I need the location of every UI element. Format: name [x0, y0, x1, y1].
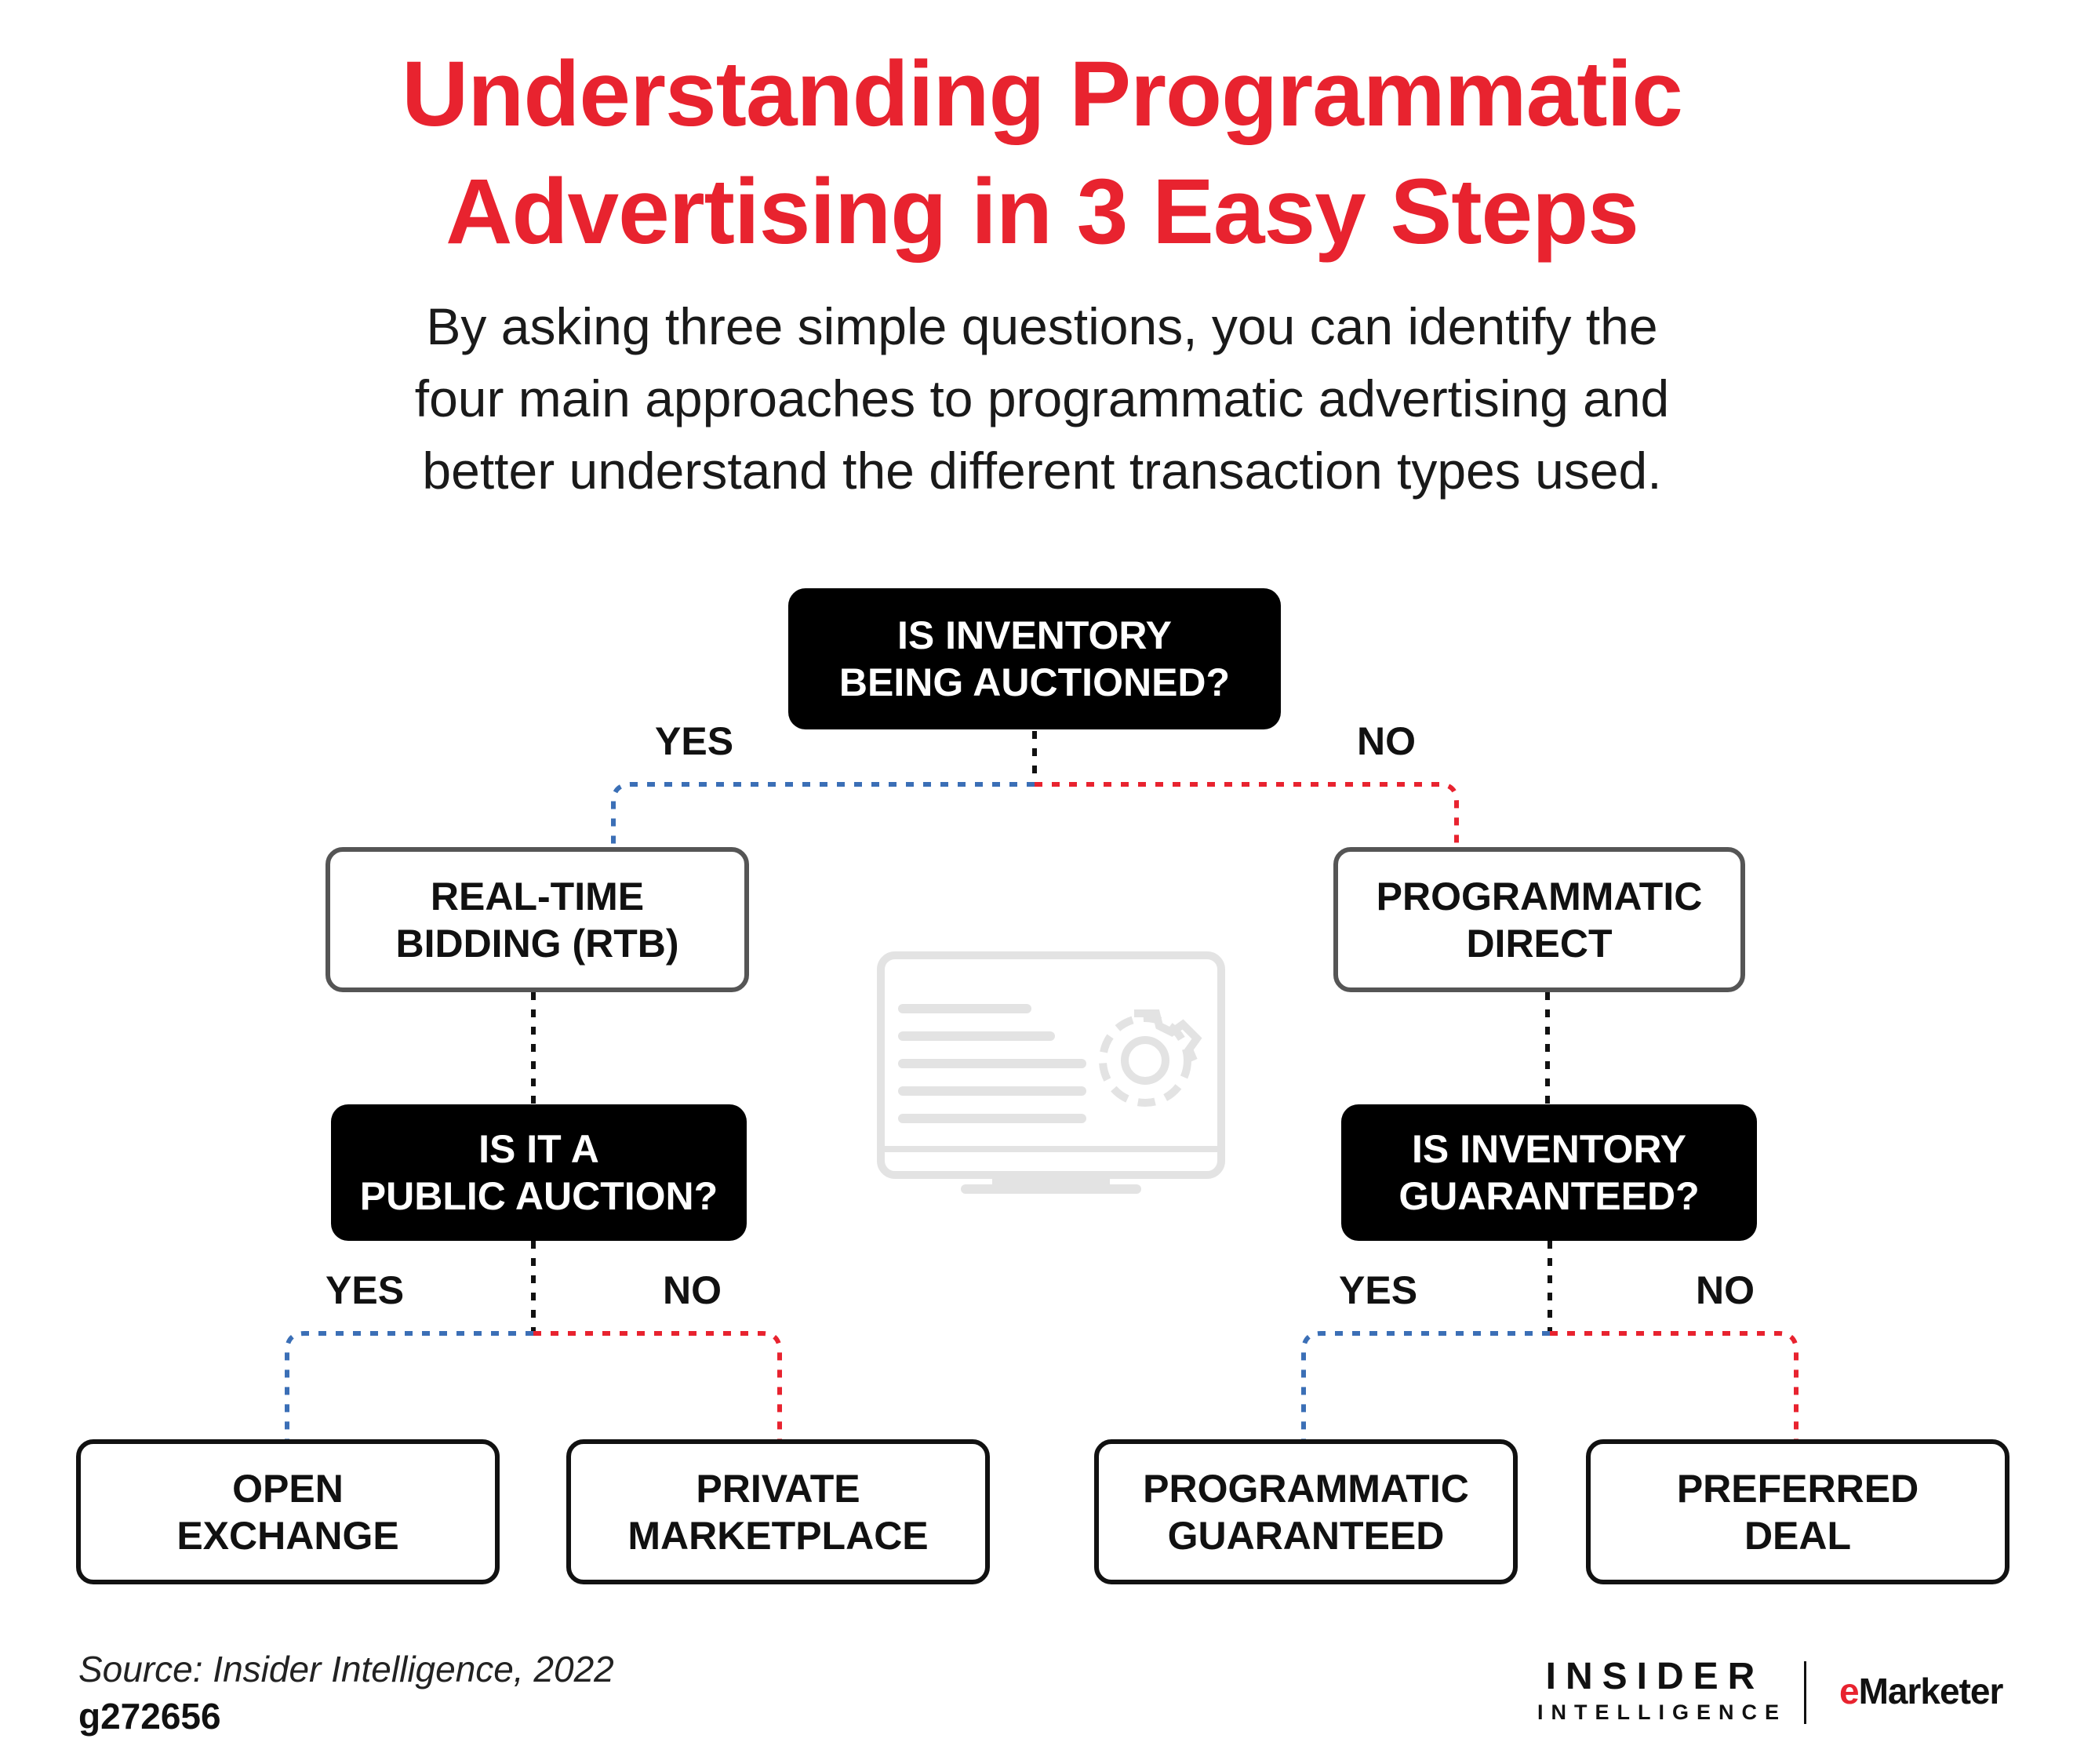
- q2-no-label: NO: [663, 1268, 722, 1312]
- open-exchange-line-1: OPEN: [232, 1466, 344, 1511]
- leaf-private-marketplace: PRIVATE MARKETPLACE: [566, 1439, 990, 1584]
- node-programmatic-direct: PROGRAMMATIC DIRECT: [1333, 847, 1745, 992]
- logo-insider-intelligence: INSIDER INTELLIGENCE: [1537, 1655, 1788, 1726]
- q2-line-1: IS IT A: [478, 1127, 599, 1171]
- q3-yes-label: YES: [1339, 1268, 1418, 1312]
- source-note: Source: Insider Intelligence, 2022: [78, 1649, 614, 1689]
- leaf-open-exchange: OPEN EXCHANGE: [76, 1439, 500, 1584]
- subtitle-line-3: better understand the different transact…: [422, 442, 1662, 500]
- private-marketplace-line-1: PRIVATE: [696, 1466, 860, 1511]
- title-line-2: Advertising in 3 Easy Steps: [446, 160, 1639, 264]
- graphic-id: g272656: [78, 1696, 221, 1737]
- question-public-auction: IS IT A PUBLIC AUCTION?: [331, 1104, 747, 1241]
- node-real-time-bidding: REAL-TIME BIDDING (RTB): [326, 847, 749, 992]
- connector-q1-no: [1035, 782, 1459, 847]
- logo-intelligence-text: INTELLIGENCE: [1537, 1700, 1788, 1724]
- direct-line-2: DIRECT: [1466, 921, 1613, 966]
- subtitle-line-2: four main approaches to programmatic adv…: [414, 369, 1670, 427]
- programmatic-guaranteed-line-1: PROGRAMMATIC: [1143, 1466, 1469, 1511]
- private-marketplace-line-2: MARKETPLACE: [627, 1513, 929, 1558]
- connector-q1-yes: [611, 782, 1035, 847]
- monitor-settings-icon: [877, 951, 1225, 1194]
- subtitle: By asking three simple questions, you ca…: [0, 290, 2084, 507]
- rtb-line-1: REAL-TIME: [430, 874, 645, 918]
- q1-line-2: BEING AUCTIONED?: [838, 660, 1231, 704]
- question-inventory-auctioned: IS INVENTORY BEING AUCTIONED?: [788, 588, 1281, 729]
- logo-insider-text: INSIDER: [1545, 1656, 1765, 1697]
- connector-q2-yes: [285, 1331, 533, 1439]
- title-line-1: Understanding Programmatic: [402, 42, 1683, 146]
- q2-yes-label: YES: [326, 1268, 405, 1312]
- question-inventory-guaranteed: IS INVENTORY GUARANTEED?: [1341, 1104, 1757, 1241]
- connector-q2-no: [533, 1331, 782, 1439]
- q1-yes-label: YES: [655, 719, 734, 763]
- preferred-deal-line-1: PREFERRED: [1676, 1466, 1919, 1511]
- direct-line-1: PROGRAMMATIC: [1376, 874, 1703, 918]
- leaf-preferred-deal: PREFERRED DEAL: [1586, 1439, 2009, 1584]
- logo-emarketer: eMarketer: [1839, 1669, 2004, 1713]
- logo-emarketer-text: Marketer: [1858, 1671, 2004, 1711]
- open-exchange-line-2: EXCHANGE: [176, 1513, 399, 1558]
- connector-q3-no: [1550, 1331, 1798, 1439]
- rtb-line-2: BIDDING (RTB): [395, 921, 679, 966]
- logo-divider: [1804, 1661, 1806, 1724]
- q1-line-1: IS INVENTORY: [897, 613, 1173, 657]
- connector-q3-yes: [1301, 1331, 1550, 1439]
- page-title: Understanding Programmatic Advertising i…: [0, 35, 2084, 271]
- logo-emarketer-e: e: [1839, 1671, 1860, 1711]
- q3-line-2: GUARANTEED?: [1398, 1174, 1700, 1218]
- q1-no-label: NO: [1357, 719, 1416, 763]
- subtitle-line-1: By asking three simple questions, you ca…: [426, 297, 1658, 355]
- q2-line-2: PUBLIC AUCTION?: [359, 1174, 718, 1218]
- q3-line-1: IS INVENTORY: [1411, 1127, 1687, 1171]
- leaf-programmatic-guaranteed: PROGRAMMATIC GUARANTEED: [1094, 1439, 1518, 1584]
- preferred-deal-line-2: DEAL: [1744, 1513, 1852, 1558]
- q3-no-label: NO: [1696, 1268, 1755, 1312]
- programmatic-guaranteed-line-2: GUARANTEED: [1167, 1513, 1445, 1558]
